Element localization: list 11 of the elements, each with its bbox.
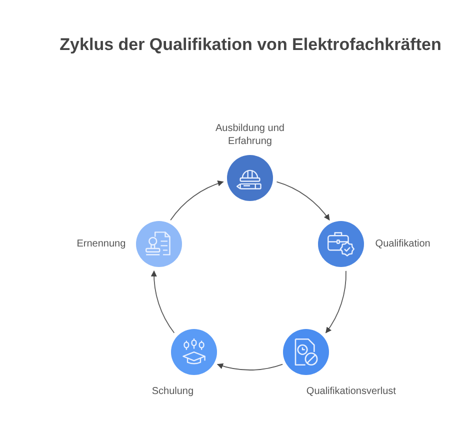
step-label: Qualifikationsverlust <box>306 384 396 398</box>
diagram-title: Zyklus der Qualifikation von Elektrofachkräften <box>60 34 442 56</box>
step-label: Qualifikation <box>375 238 430 251</box>
arrow <box>276 181 330 221</box>
arrow <box>216 363 284 370</box>
step-label: Ausbildung und Erfahrung <box>214 122 286 148</box>
step-label: Schulung <box>152 384 194 398</box>
arrow <box>170 180 224 221</box>
step-label: Ernennung <box>76 238 126 251</box>
arrow <box>151 270 175 334</box>
arrow <box>325 270 346 334</box>
